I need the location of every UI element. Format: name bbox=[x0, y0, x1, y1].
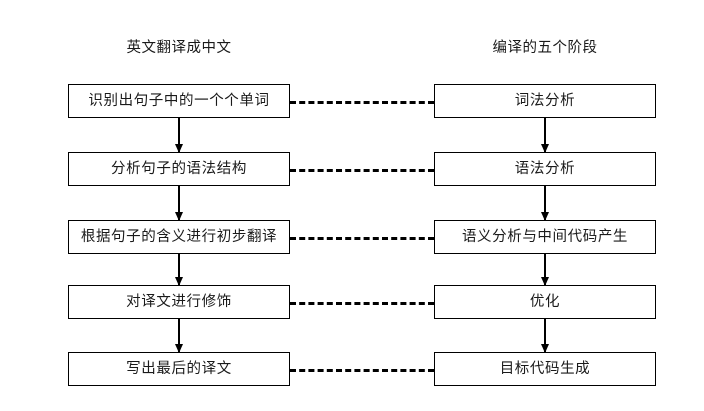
node-left-3[interactable]: 根据句子的含义进行初步翻译 bbox=[68, 220, 290, 254]
cross-link-4 bbox=[290, 302, 434, 305]
flow-arrow-left-1-2 bbox=[178, 118, 180, 152]
flow-arrow-right-2-3 bbox=[544, 186, 546, 220]
cross-link-3 bbox=[290, 237, 434, 240]
cross-link-1 bbox=[290, 101, 434, 104]
node-left-2[interactable]: 分析句子的语法结构 bbox=[68, 152, 290, 186]
flow-arrow-right-3-4 bbox=[544, 254, 546, 285]
node-left-1[interactable]: 识别出句子中的一个个单词 bbox=[68, 84, 290, 118]
node-right-1[interactable]: 词法分析 bbox=[434, 84, 656, 118]
node-right-4[interactable]: 优化 bbox=[434, 285, 656, 319]
flow-arrow-right-1-2 bbox=[544, 118, 546, 152]
node-right-5[interactable]: 目标代码生成 bbox=[434, 352, 656, 386]
flow-arrow-left-3-4 bbox=[178, 254, 180, 285]
node-right-2[interactable]: 语法分析 bbox=[434, 152, 656, 186]
column-header-left: 英文翻译成中文 bbox=[126, 40, 232, 56]
column-header-right: 编译的五个阶段 bbox=[492, 40, 598, 56]
node-left-5[interactable]: 写出最后的译文 bbox=[68, 352, 290, 386]
flow-arrow-right-4-5 bbox=[544, 319, 546, 352]
node-right-3[interactable]: 语义分析与中间代码产生 bbox=[434, 220, 656, 254]
flow-arrow-left-2-3 bbox=[178, 186, 180, 220]
cross-link-5 bbox=[290, 369, 434, 372]
cross-link-2 bbox=[290, 169, 434, 172]
flow-arrow-left-4-5 bbox=[178, 319, 180, 352]
node-left-4[interactable]: 对译文进行修饰 bbox=[68, 285, 290, 319]
